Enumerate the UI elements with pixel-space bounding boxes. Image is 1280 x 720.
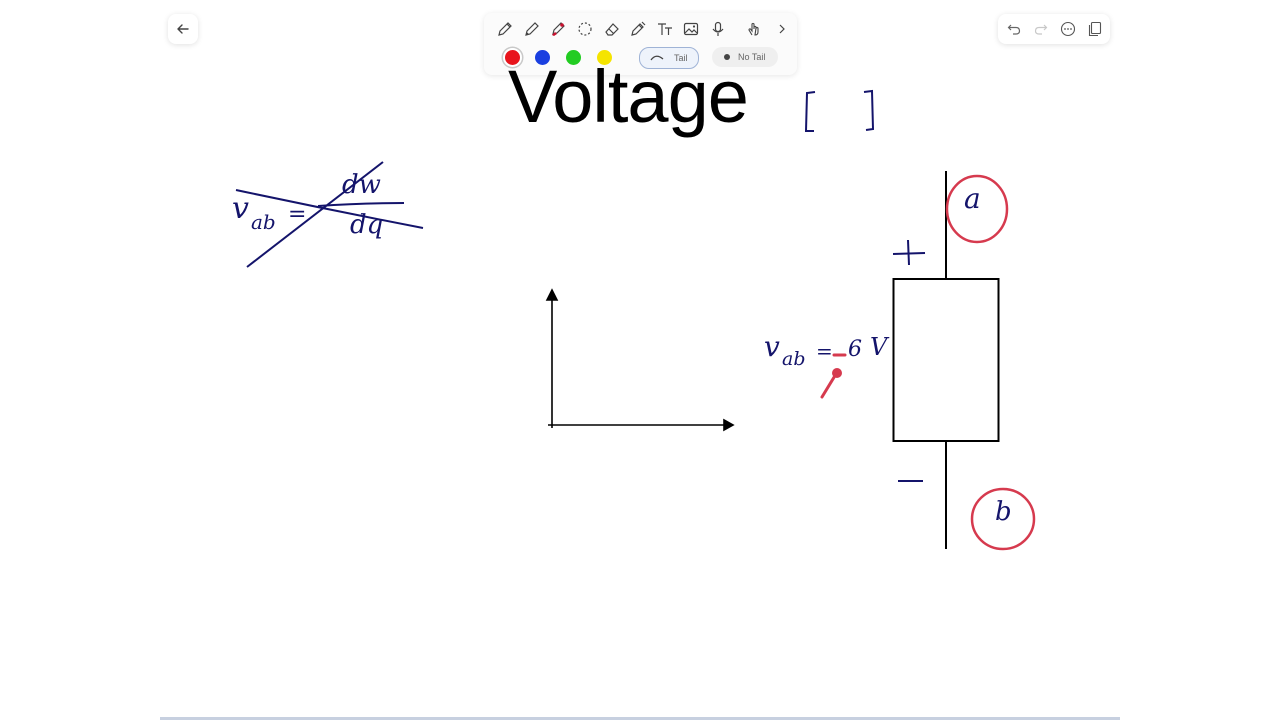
lasso-tool[interactable] [573, 17, 597, 41]
text-icon [658, 23, 672, 35]
bottom-divider [160, 717, 1120, 720]
eq-unit: V [870, 333, 890, 361]
marker-tool[interactable] [626, 17, 650, 41]
back-button[interactable] [168, 14, 198, 44]
no-tail-option[interactable]: No Tail [712, 47, 778, 67]
node-b: b [970, 487, 1036, 551]
eraser-tool[interactable] [600, 17, 624, 41]
formula-num: dw [342, 170, 381, 200]
undo-button[interactable] [1000, 15, 1028, 43]
dot-icon [724, 54, 730, 60]
page-title: Voltage [508, 55, 749, 138]
eq-v: v [764, 330, 780, 363]
arrow-left-icon [177, 24, 189, 34]
redo-button[interactable] [1027, 15, 1055, 43]
formula-eq: = [288, 202, 306, 227]
pen-icon [498, 22, 512, 36]
color-blue[interactable] [535, 50, 550, 65]
red-annotation [820, 353, 847, 399]
formula-lhs: v [232, 191, 249, 226]
color-yellow[interactable] [597, 50, 612, 65]
eq-value: 6 [848, 337, 862, 362]
tail-option[interactable]: Tail [639, 47, 699, 69]
text-tool[interactable] [653, 17, 677, 41]
node-b-label: b [995, 497, 1012, 527]
no-tail-label: No Tail [738, 52, 766, 62]
unit-note: v [804, 89, 875, 132]
voltage-equation: v ab = 6 V [764, 330, 890, 370]
more-icon [1060, 21, 1076, 37]
eq-sub: ab [782, 348, 806, 370]
lasso-icon [578, 22, 592, 36]
eraser-icon [605, 23, 619, 36]
more-tools-button[interactable] [770, 17, 794, 41]
formula-sub: ab [251, 210, 276, 234]
color-green[interactable] [566, 50, 581, 65]
crossed-formula: v ab = dw dq [232, 170, 383, 240]
mic-icon [712, 21, 724, 36]
tail-label: Tail [674, 53, 688, 63]
pages-icon [1088, 21, 1102, 37]
polarity-marks [892, 239, 926, 482]
red-dot [832, 368, 842, 378]
color-red[interactable] [505, 50, 520, 65]
touch-icon [748, 22, 759, 36]
formula-strike-lines [235, 161, 424, 268]
pen-tool[interactable] [493, 17, 517, 41]
pencil-icon [525, 22, 539, 36]
pencil-tool[interactable] [520, 17, 544, 41]
top-right-controls [998, 14, 1110, 44]
node-a: a [945, 174, 1009, 244]
axes-sketch [545, 288, 735, 432]
image-tool[interactable] [679, 17, 703, 41]
tool-palette: Tail No Tail [484, 13, 797, 75]
mic-tool[interactable] [706, 17, 730, 41]
redo-icon [1034, 24, 1048, 35]
node-a-label: a [964, 182, 981, 215]
more-button[interactable] [1054, 15, 1082, 43]
undo-icon [1007, 24, 1021, 35]
chevron-right-icon [779, 24, 785, 34]
circuit-element [892, 171, 1000, 549]
marker-icon [631, 21, 646, 36]
pages-button[interactable] [1081, 15, 1109, 43]
highlighter-tool[interactable] [546, 17, 570, 41]
tail-stroke-icon [650, 55, 664, 61]
touch-tool[interactable] [742, 17, 766, 41]
highlighter-icon [552, 22, 565, 36]
eq-equals: = [816, 339, 833, 363]
image-icon [683, 22, 699, 36]
